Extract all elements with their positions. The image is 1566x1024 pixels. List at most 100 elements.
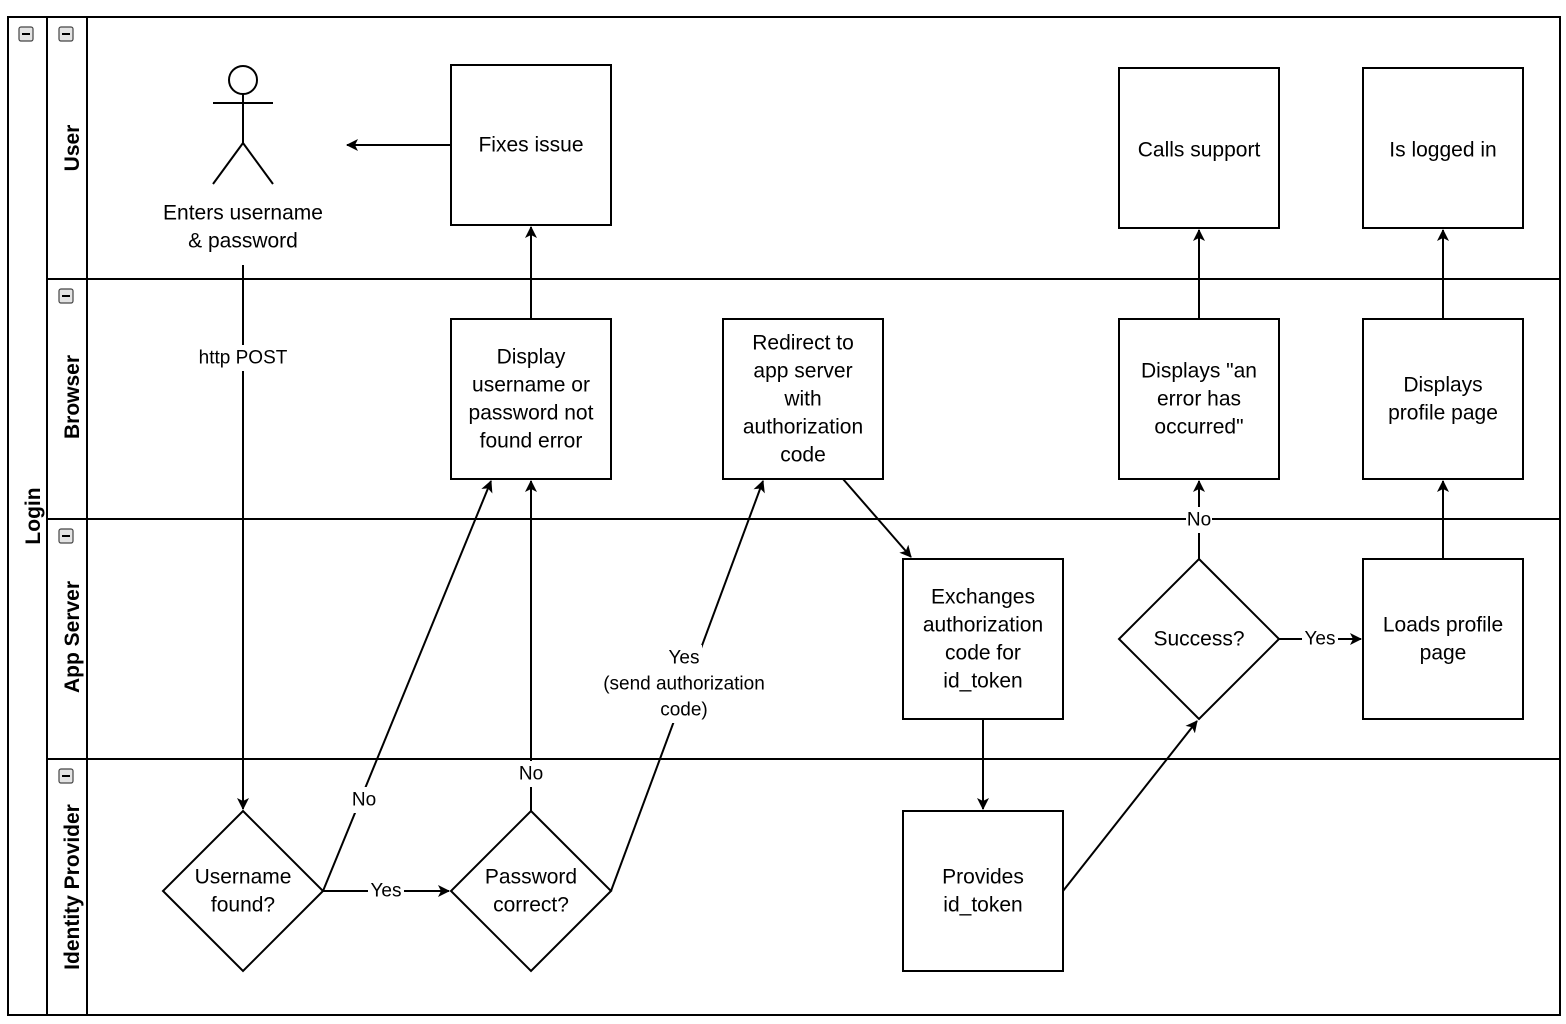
- displays-err-line: Displays "an: [1141, 360, 1257, 383]
- node-fixes-issue: [450, 64, 612, 226]
- pool: [7, 16, 1561, 1016]
- logged-line: Is logged in: [1389, 139, 1496, 162]
- success-line: Success?: [1153, 628, 1244, 651]
- redirect-line: with: [783, 388, 821, 411]
- node-provides: [902, 810, 1064, 972]
- display-err-line: password not: [469, 402, 594, 425]
- exchanges-line: code for: [945, 642, 1021, 665]
- redirect-line: Redirect to: [752, 332, 854, 355]
- pool-title: Login: [22, 487, 45, 544]
- http-post-line: http POST: [199, 348, 288, 369]
- display-err-line: username or: [472, 374, 590, 397]
- loads-line: Loads profile: [1383, 614, 1503, 637]
- loads-label: Loads profile page: [1383, 614, 1503, 665]
- displays-err-line: occurred": [1154, 416, 1243, 439]
- no-success-line: No: [1187, 510, 1211, 531]
- password-correct-line: Password: [485, 866, 577, 889]
- yes-username-label: Yes: [368, 878, 404, 904]
- lane-user-collapse-icon[interactable]: [58, 26, 74, 42]
- exchanges-line: authorization: [923, 614, 1043, 637]
- edge-username-no: [322, 480, 493, 892]
- node-success: [1117, 557, 1281, 721]
- actor-line: & password: [188, 230, 298, 253]
- edge-label-background: [1302, 626, 1338, 652]
- displays-profile-label: Displays profile page: [1388, 374, 1498, 425]
- redirect-line: authorization: [743, 416, 863, 439]
- no-success-label: No: [1186, 507, 1212, 533]
- no-username-label: No: [351, 787, 377, 813]
- yes-password-line: code): [660, 700, 708, 721]
- display-err-label: Display username or password not found erro…: [469, 346, 594, 453]
- lane-title-user: User: [61, 125, 84, 172]
- node-is-logged-in: [1362, 67, 1524, 229]
- fixes-line: Fixes issue: [478, 134, 583, 157]
- no-username-line: No: [352, 790, 376, 811]
- edge-label-background: [656, 697, 712, 723]
- node-username-found: [161, 809, 325, 973]
- username-found-line: Username: [195, 866, 292, 889]
- edge-redirect-to-exchanges: [842, 478, 912, 558]
- edge-label-background: [368, 878, 404, 904]
- edge-label-background: [190, 227, 296, 255]
- provides-label: Provides id_token: [942, 866, 1024, 917]
- http-post-label: http POST: [195, 345, 291, 371]
- lane-app-collapse-icon[interactable]: [58, 528, 74, 544]
- displays-profile-line: profile page: [1388, 402, 1498, 425]
- displays-err-label: Displays "an error has occurred": [1141, 360, 1257, 439]
- username-found-label: Username found?: [195, 866, 292, 917]
- lane-browser-collapse-icon[interactable]: [58, 288, 74, 304]
- username-found-line: found?: [211, 894, 275, 917]
- lane-title-identity-provider: Identity Provider: [61, 804, 84, 970]
- node-displays-error: [1118, 318, 1280, 480]
- yes-username-line: Yes: [371, 881, 402, 902]
- yes-password-line: (send authorization: [603, 674, 765, 695]
- lane-idp-collapse-icon[interactable]: [58, 768, 74, 784]
- lane-title-app-server: App Server: [61, 581, 84, 693]
- password-correct-label: Password correct?: [485, 866, 577, 917]
- edge-label-background: [1186, 507, 1212, 533]
- pool-border: [7, 16, 1561, 1016]
- redirect-line: code: [780, 444, 826, 467]
- node-loads-profile: [1362, 558, 1524, 720]
- provides-line: id_token: [943, 894, 1022, 917]
- success-label: Success?: [1153, 628, 1244, 651]
- displays-profile-line: Displays: [1403, 374, 1482, 397]
- node-exchanges: [902, 558, 1064, 720]
- edge-label-background: [518, 761, 544, 787]
- edge-provides-to-success: [1062, 720, 1198, 892]
- actor-label: Enters username& password: [163, 199, 323, 255]
- provides-line: Provides: [942, 866, 1024, 889]
- yes-success-line: Yes: [1305, 629, 1336, 650]
- edge-label-background: [165, 199, 321, 227]
- node-redirect: [722, 318, 884, 480]
- display-err-line: Display: [497, 346, 566, 369]
- edge-label-background: [351, 787, 377, 813]
- node-password-correct: [449, 809, 613, 973]
- displays-err-line: error has: [1157, 388, 1241, 411]
- no-password-line: No: [519, 764, 543, 785]
- redirect-line: app server: [753, 360, 852, 383]
- password-correct-line: correct?: [493, 894, 569, 917]
- calls-line: Calls support: [1138, 139, 1261, 162]
- node-display-error: [450, 318, 612, 480]
- redirect-label: Redirect to app server with authorization co…: [743, 332, 863, 467]
- node-displays-profile: [1362, 318, 1524, 480]
- pool-collapse-icon[interactable]: [18, 26, 34, 42]
- lane-title-browser: Browser: [61, 355, 84, 439]
- yes-success-label: Yes: [1302, 626, 1338, 652]
- loads-line: page: [1420, 642, 1467, 665]
- exchanges-line: id_token: [943, 670, 1022, 693]
- edge-label-background: [586, 671, 782, 697]
- calls-label: Calls support: [1138, 139, 1261, 162]
- edge-label-background: [666, 645, 702, 671]
- no-password-label: No: [518, 761, 544, 787]
- edge-label-background: [195, 345, 291, 371]
- fixes-label: Fixes issue: [478, 134, 583, 157]
- node-calls-support: [1118, 67, 1280, 229]
- logged-label: Is logged in: [1389, 139, 1496, 162]
- user-actor-icon: [212, 65, 274, 185]
- display-err-line: found error: [480, 430, 583, 453]
